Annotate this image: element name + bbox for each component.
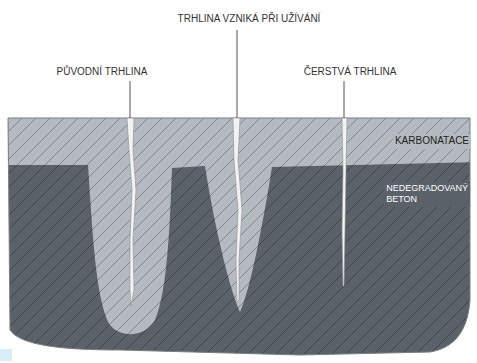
- crack-label: TRHLINA VZNIKÁ PŘI UŽÍVÁNÍ: [178, 13, 321, 26]
- corner-mark: [0, 349, 12, 361]
- fresh-crack: [342, 118, 347, 286]
- block-outline: [8, 118, 470, 355]
- leader-line: [344, 81, 345, 118]
- layer-label: NEDEGRADOVANÝ BETON: [384, 182, 470, 207]
- crack-label: ČERSTVÁ TRHLINA: [304, 66, 397, 79]
- hatching: [0, 110, 477, 363]
- service-crack: [233, 118, 242, 302]
- crack-label: PŮVODNÍ TRHLINA: [57, 66, 148, 79]
- original-crack: [127, 118, 136, 306]
- leader-line: [237, 30, 238, 118]
- leader-line: [130, 81, 131, 118]
- layer-label: KARBONATACE: [393, 134, 471, 149]
